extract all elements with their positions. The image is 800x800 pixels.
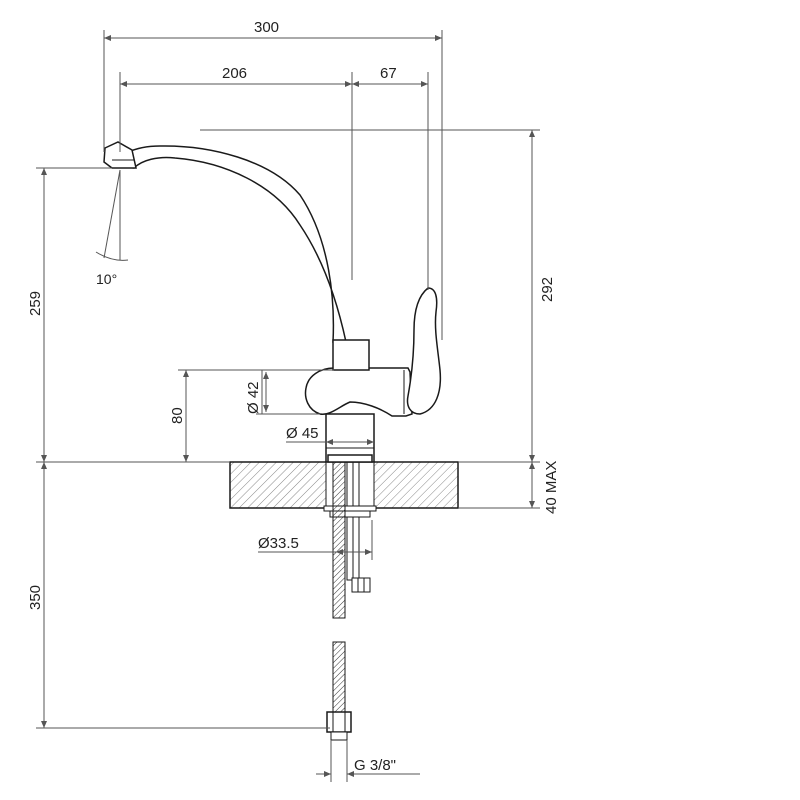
dim-base-diameter: Ø 45 bbox=[286, 425, 319, 442]
shank-fitting bbox=[351, 577, 371, 593]
dim-total-height: 292 bbox=[539, 277, 556, 302]
dim-body-diameter: Ø 42 bbox=[245, 381, 262, 414]
dim-hose-length: 350 bbox=[27, 585, 44, 610]
base-ring bbox=[327, 454, 373, 463]
mixer-body bbox=[304, 367, 413, 417]
flexible-hose-upper bbox=[332, 447, 346, 619]
connector-tail bbox=[330, 731, 348, 741]
dim-shank-diameter: Ø33.5 bbox=[258, 535, 299, 552]
dim-spout-height: 259 bbox=[27, 291, 44, 316]
lever-handle bbox=[406, 287, 442, 415]
dim-body-height: 80 bbox=[169, 407, 186, 424]
spray-angle-label: 10° bbox=[96, 271, 117, 287]
spout-neck bbox=[332, 339, 370, 371]
dim-connector-thread: G 3/8" bbox=[354, 757, 396, 774]
dim-spout-reach: 206 bbox=[222, 65, 247, 82]
dim-overall-reach: 300 bbox=[254, 19, 279, 36]
aerator bbox=[103, 141, 137, 169]
mounting-nut bbox=[329, 510, 371, 518]
hose-connector bbox=[326, 711, 352, 733]
base-collar bbox=[325, 413, 375, 463]
flexible-hose-lower bbox=[332, 641, 346, 715]
dim-lever-offset: 67 bbox=[380, 65, 397, 82]
spray-angle-arc bbox=[95, 251, 129, 261]
mounting-washer bbox=[323, 505, 377, 512]
spout bbox=[108, 145, 347, 343]
dim-deck-thickness: 40 MAX bbox=[543, 461, 560, 514]
